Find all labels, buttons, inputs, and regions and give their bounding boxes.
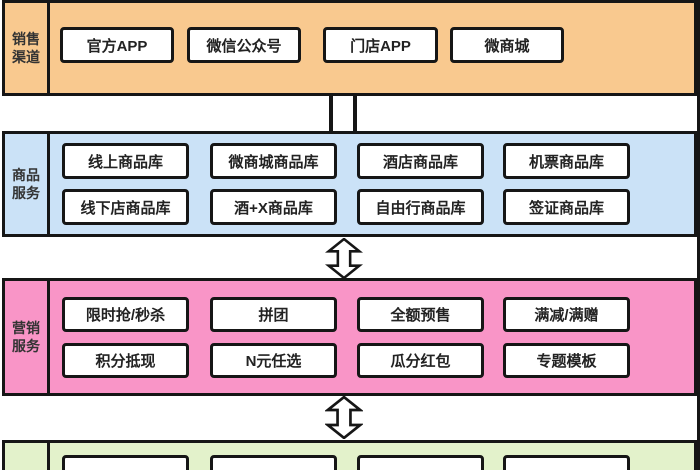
band-label-line: 渠道 (12, 49, 40, 65)
box-official-app: 官方APP (60, 27, 174, 63)
band-label-product-services: 商品 服务 (5, 134, 50, 234)
box-offline-store-product-library: 线下店商品库 (62, 189, 189, 225)
box-bottom-2 (210, 455, 337, 470)
box-points-redeem: 积分抵现 (62, 343, 189, 378)
band-label-line: 商品 (12, 166, 40, 183)
diagram-right-border (697, 0, 700, 470)
band-marketing-services: 营销 服务 限时抢/秒杀 拼团 全额预售 满减/满赠 积分抵现 N元任选 瓜分红… (2, 278, 697, 396)
box-bottom-4 (503, 455, 630, 470)
band-product-services: 商品 服务 线上商品库 微商城商品库 酒店商品库 机票商品库 线下店商品库 酒+… (2, 131, 697, 237)
box-bottom-1 (62, 455, 189, 470)
box-hotel-plus-x-product-library: 酒+X商品库 (210, 189, 337, 225)
box-topic-template: 专题模板 (503, 343, 630, 378)
box-hotel-product-library: 酒店商品库 (357, 143, 484, 179)
band-bottom-clipped (2, 440, 697, 470)
box-visa-product-library: 签证商品库 (503, 189, 630, 225)
band-label-line: 销售 (12, 30, 40, 47)
box-wemall-product-library: 微商城商品库 (210, 143, 337, 179)
band-label-line: 服务 (12, 338, 40, 354)
box-online-product-library: 线上商品库 (62, 143, 189, 179)
box-full-presale: 全额预售 (357, 297, 484, 332)
box-n-yuan-select: N元任选 (210, 343, 337, 378)
box-flight-product-library: 机票商品库 (503, 143, 630, 179)
box-flash-sale: 限时抢/秒杀 (62, 297, 189, 332)
connector-pipe-line (329, 93, 333, 132)
box-discount-gift: 满减/满赠 (503, 297, 630, 332)
box-red-packet-split: 瓜分红包 (357, 343, 484, 378)
band-sales-channels: 销售 渠道 官方APP 微信公众号 门店APP 微商城 (2, 0, 697, 96)
double-arrow-icon (325, 238, 363, 279)
band-label-sales-channels: 销售 渠道 (5, 3, 50, 93)
band-label-marketing-services: 营销 服务 (5, 281, 50, 393)
double-arrow-icon (325, 396, 363, 439)
band-label-line: 营销 (12, 319, 40, 336)
box-wechat-mall: 微商城 (450, 27, 564, 63)
box-store-app: 门店APP (323, 27, 438, 63)
band-label-line: 服务 (12, 185, 40, 201)
box-bottom-3 (357, 455, 484, 470)
connector-pipe-line (353, 93, 357, 132)
box-wechat-official-account: 微信公众号 (187, 27, 301, 63)
band-label-bottom (5, 443, 50, 470)
box-diy-travel-product-library: 自由行商品库 (357, 189, 484, 225)
box-group-buy: 拼团 (210, 297, 337, 332)
